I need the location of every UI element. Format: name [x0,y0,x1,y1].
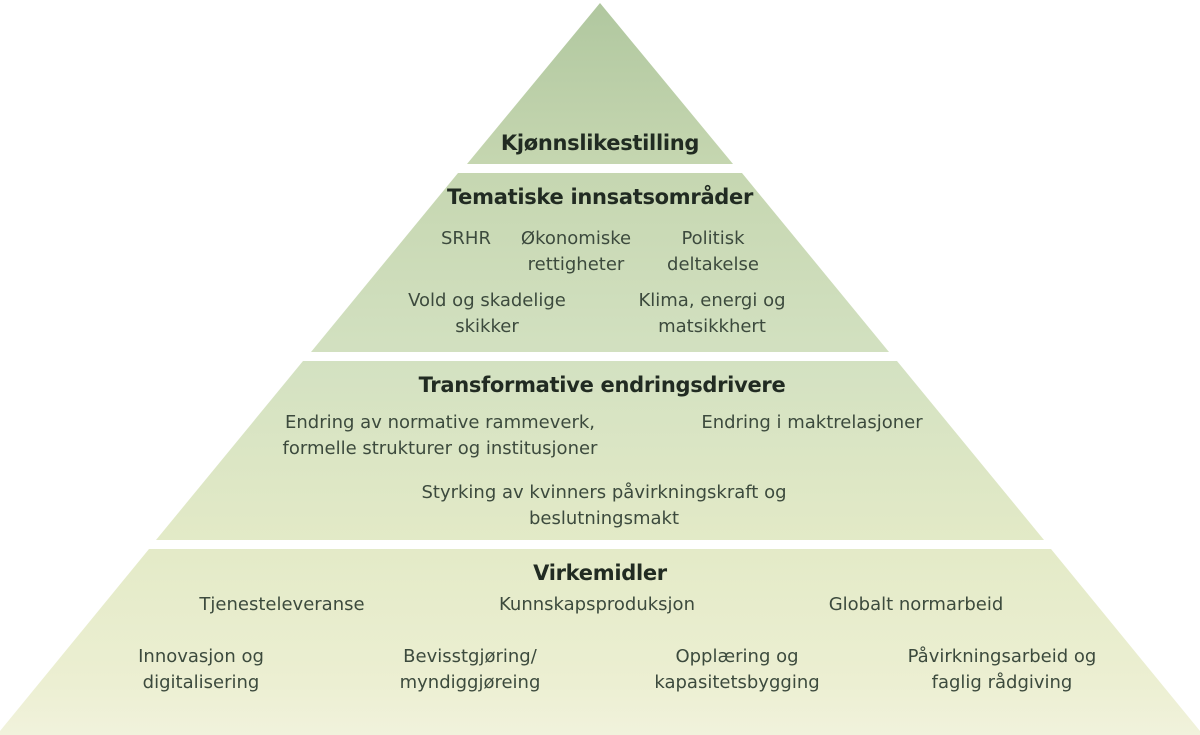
megaphone-bell-rim [41,113,135,243]
level-3-title: Transformative endringsdrivere [418,373,786,397]
level-2-item-klima-energi-matsikkerhet: Klima, energi og matsikkhert [638,290,786,337]
level-3-item-endring-maktrelasjoner: Endring i maktrelasjoner [701,412,923,433]
pyramid-level-2-shape [311,173,889,352]
pyramid-level-4-shape [0,549,1200,735]
level-2-item-vold-og-skadelige-skikker: Vold og skadelige skikker [408,290,566,337]
level-3-item-styrking-kvinners-pavirkningskraft: Styrking av kvinners påvirkningskraft og… [421,482,787,529]
girl-hair [951,175,1164,457]
pyramid-level-1-shape [467,3,733,164]
megaphone-bell [28,99,148,257]
level-4-title: Virkemidler [533,561,667,585]
megaphone-throat [74,160,106,202]
level-4-item-kunnskapsproduksjon: Kunnskapsproduksjon [499,594,695,615]
level-4-item-innovasjon-digitalisering: Innovasjon og digitalisering [138,646,264,693]
level-4-item-tjenesteleveranse: Tjenesteleveranse [199,594,365,615]
level-1-title: Kjønnslikestilling [500,131,700,155]
woman-head [246,6,450,254]
woman-face-lines [252,34,431,253]
megaphone-cone [116,116,264,239]
pyramid-level-3-shape [156,361,1044,540]
level-4-item-bevisstgjoring-myndiggjoring: Bevisstgjøring/ myndiggjøreing [399,646,541,693]
level-2-item-politisk-deltakelse: Politisk deltakelse [667,228,759,275]
girl-face-lines [983,205,1165,383]
woman-hand-grip [164,203,270,299]
level-2-item-srhr: SRHR [441,228,491,249]
level-4-item-opplaering-kapasitetsbygging: Opplæring og kapasitetsbygging [654,646,820,693]
level-4-item-pavirkningsarbeid-radgiving: Påvirkningsarbeid og faglig rådgiving [907,646,1097,693]
level-2-item-okonomiske-rettigheter: Økonomiske rettigheter [520,228,632,275]
level-4-item-globalt-normarbeid: Globalt normarbeid [828,594,1004,615]
level-2-title: Tematiske innsatsområder [446,185,754,209]
girl-braid-right [1123,396,1174,621]
woman-hand-finger-lines [169,219,251,294]
level-3-item-endring-normative-rammeverk: Endring av normative rammeverk, formelle… [282,412,598,459]
